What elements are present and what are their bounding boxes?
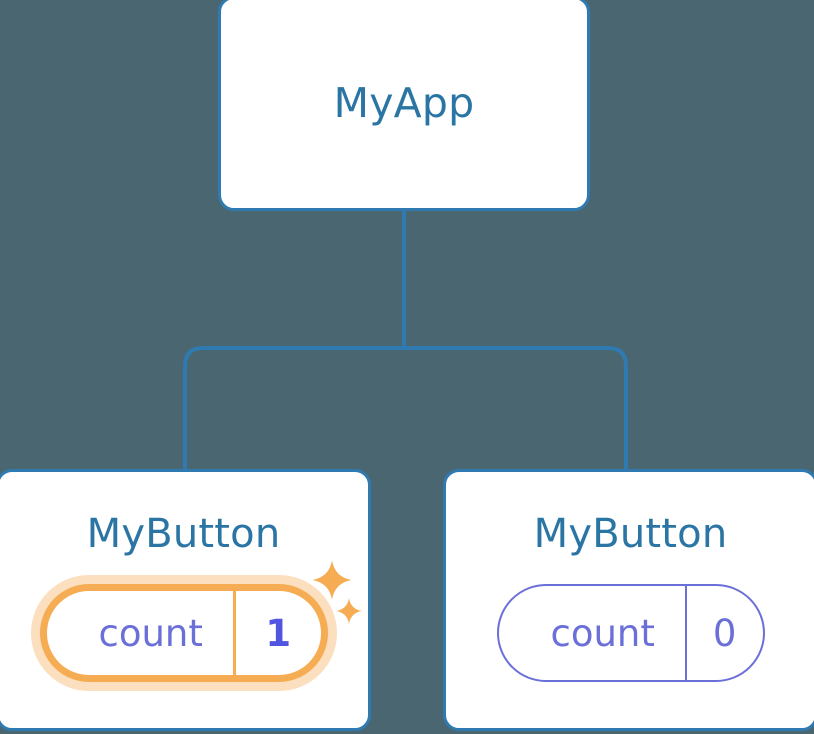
state-pill-left[interactable]: count 1 bbox=[39, 584, 328, 682]
connector-branch-right bbox=[404, 346, 628, 472]
sparkle-small-icon bbox=[335, 598, 362, 624]
state-key-left: count bbox=[98, 611, 203, 655]
node-title-mybutton-right: MyButton bbox=[533, 511, 728, 557]
node-mybutton-left[interactable]: MyButton count 1 bbox=[0, 469, 371, 731]
state-pill-right[interactable]: count 0 bbox=[496, 584, 765, 682]
connector-branch-left bbox=[183, 346, 404, 472]
state-pill-divider-left bbox=[232, 591, 236, 675]
state-key-right: count bbox=[550, 611, 655, 655]
node-title-mybutton-left: MyButton bbox=[86, 511, 281, 557]
state-value-right: 0 bbox=[712, 611, 737, 655]
state-value-left: 1 bbox=[265, 611, 292, 655]
node-mybutton-right[interactable]: MyButton count 0 bbox=[443, 469, 814, 731]
node-myapp[interactable]: MyApp bbox=[218, 0, 590, 211]
node-title-myapp: MyApp bbox=[333, 79, 475, 127]
state-pill-wrapper-left: count 1 bbox=[39, 560, 362, 682]
state-pill-divider-right bbox=[684, 586, 687, 680]
state-pill-wrapper-right: count 0 bbox=[496, 584, 765, 682]
